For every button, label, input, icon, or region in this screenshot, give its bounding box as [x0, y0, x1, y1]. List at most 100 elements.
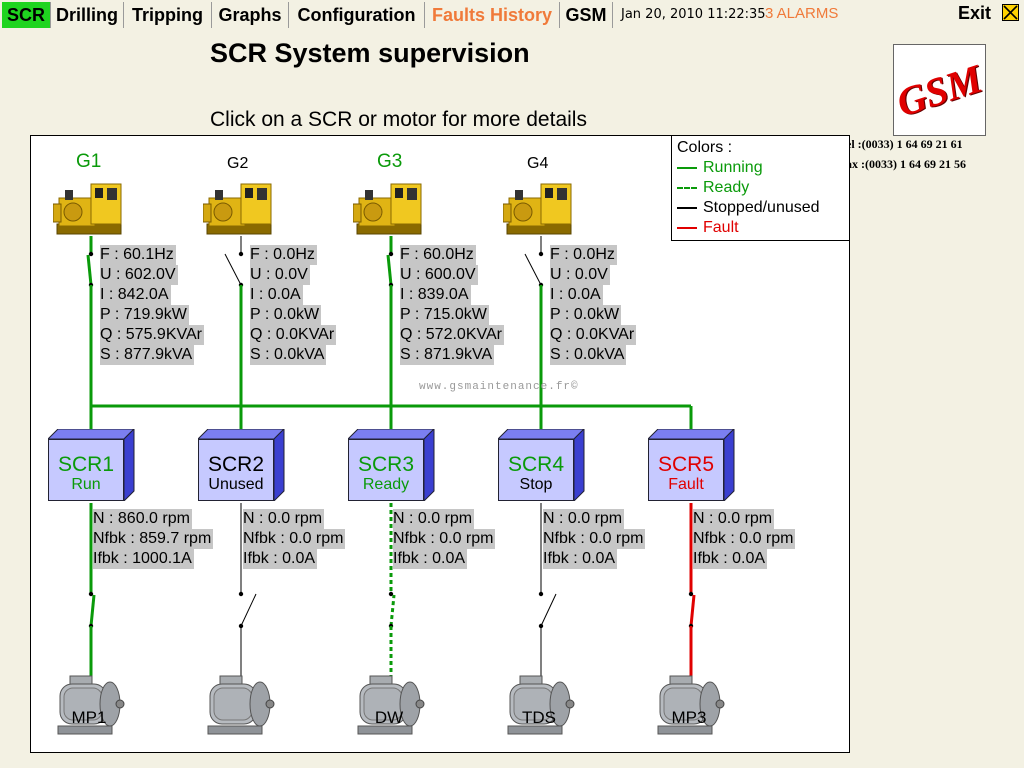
scr5-measurements: N : 0.0 rpm Nfbk : 0.0 rpm Ifbk : 0.0A [693, 509, 796, 569]
scr3-name: SCR3 [357, 453, 415, 476]
motor-mp3[interactable]: MP3 [654, 674, 726, 738]
scr3-speed: N : 0.0 rpm [393, 509, 475, 529]
scr2-switch-top-contact [238, 591, 244, 597]
generator-1-switch-top-contact [88, 251, 94, 257]
contact-fax: ax :(0033) 1 64 69 21 56 [846, 157, 966, 171]
motor-mp2-icon [207, 675, 275, 735]
generator-g1-icon[interactable] [53, 174, 125, 240]
g4-voltage: U : 0.0V [550, 265, 610, 285]
scr3-switch-top-contact [388, 591, 394, 597]
scr1-box-3d [48, 429, 135, 501]
generator-3-switch-blade [386, 254, 393, 286]
tab-configuration[interactable]: Configuration [289, 2, 425, 28]
scr1-current-feedback: Ifbk : 1000.1A [93, 549, 194, 569]
motor-tds-label: TDS [522, 708, 556, 727]
tab-graphs[interactable]: Graphs [212, 2, 289, 28]
scr5-speed: N : 0.0 rpm [693, 509, 775, 529]
generator-g3-icon[interactable] [353, 174, 425, 240]
scr5-box-3d [648, 429, 735, 501]
scr4-switch-bottom-contact [538, 623, 544, 629]
exit-button[interactable]: Exit [958, 3, 992, 23]
scr1-speed: N : 860.0 rpm [93, 509, 192, 529]
legend-ready: Ready [677, 178, 846, 198]
motor-mp1-label: MP1 [71, 708, 107, 727]
motor-mp1[interactable]: MP1 [54, 674, 126, 738]
scr4-switch-blade [540, 593, 557, 627]
g2-apparent-power: S : 0.0kVA [250, 345, 327, 365]
generator-4-switch-blade [524, 253, 542, 286]
motor-dw[interactable]: DW [354, 674, 426, 738]
g3-current: I : 839.0A [400, 285, 471, 305]
generator-4-switch-top-contact [538, 251, 544, 257]
g3-apparent-power: S : 871.9kVA [400, 345, 495, 365]
tab-drilling[interactable]: Drilling [51, 2, 124, 28]
g1-reactive-power: Q : 575.9KVAr [100, 325, 204, 345]
g3-reactive-power: Q : 572.0KVAr [400, 325, 504, 345]
gsm-logo: GSM [891, 44, 988, 136]
legend-stopped-label: Stopped/unused [703, 199, 820, 216]
contact-tel: el :(0033) 1 64 69 21 61 [846, 137, 963, 151]
scr4-speed-feedback: Nfbk : 0.0 rpm [543, 529, 646, 549]
scr2-switch-blade [240, 593, 257, 627]
scr4-name: SCR4 [507, 453, 565, 476]
scr4-speed: N : 0.0 rpm [543, 509, 625, 529]
scr3-switch-blade [389, 594, 396, 627]
page-subtitle: Click on a SCR or motor for more details [210, 108, 587, 131]
top-menu-bar: SCR Drilling Tripping Graphs Configurati… [0, 0, 1024, 30]
legend-title: Colors : [677, 139, 733, 156]
motor-dw-label: DW [374, 708, 404, 727]
scr3-current-feedback: Ifbk : 0.0A [393, 549, 468, 569]
g3-frequency: F : 60.0Hz [400, 245, 476, 265]
g4-active-power: P : 0.0kW [550, 305, 622, 325]
scr2-speed-feedback: Nfbk : 0.0 rpm [243, 529, 346, 549]
scr5-name: SCR5 [657, 453, 715, 476]
motor-tds[interactable]: TDS [504, 674, 576, 738]
motor-mp2[interactable] [204, 674, 276, 738]
generator-g2-icon[interactable] [203, 174, 275, 240]
wiring-diagram [86, 236, 696, 677]
legend-running: Running [677, 158, 846, 178]
legend-stopped: Stopped/unused [677, 198, 846, 218]
motor-dw-icon [357, 675, 425, 735]
scr2-switch-bottom-contact [238, 623, 244, 629]
generator-g4-measurements: F : 0.0Hz U : 0.0V I : 0.0A P : 0.0kW Q … [550, 245, 637, 365]
g2-reactive-power: Q : 0.0KVAr [250, 325, 337, 345]
generator-2-switch-top-contact [238, 251, 244, 257]
scr2-current-feedback: Ifbk : 0.0A [243, 549, 318, 569]
scr3-speed-feedback: Nfbk : 0.0 rpm [393, 529, 496, 549]
tab-gsm[interactable]: GSM [560, 2, 613, 28]
generator-g1-name: G1 [76, 151, 102, 172]
scr2-speed: N : 0.0 rpm [243, 509, 325, 529]
alarms-indicator[interactable]: 3 ALARMS [765, 5, 839, 22]
close-icon[interactable] [1002, 4, 1019, 21]
g2-frequency: F : 0.0Hz [250, 245, 317, 265]
scr5-current-feedback: Ifbk : 0.0A [693, 549, 768, 569]
scr4-measurements: N : 0.0 rpm Nfbk : 0.0 rpm Ifbk : 0.0A [543, 509, 646, 569]
scr2-measurements: N : 0.0 rpm Nfbk : 0.0 rpm Ifbk : 0.0A [243, 509, 346, 569]
tab-tripping[interactable]: Tripping [124, 2, 212, 28]
generator-g1-measurements: F : 60.1Hz U : 602.0V I : 842.0A P : 719… [100, 245, 204, 365]
watermark: www.gsmaintenance.fr© [419, 381, 579, 393]
scr5-speed-feedback: Nfbk : 0.0 rpm [693, 529, 796, 549]
generator-g2-measurements: F : 0.0Hz U : 0.0V I : 0.0A P : 0.0kW Q … [250, 245, 337, 365]
generator-g4-icon[interactable] [503, 174, 575, 240]
scr1-switch-blade [89, 594, 96, 627]
scr1-switch-top-contact [88, 591, 94, 597]
g1-apparent-power: S : 877.9kVA [100, 345, 195, 365]
generator-g4-name: G4 [527, 155, 549, 172]
tab-scr[interactable]: SCR [2, 2, 51, 28]
legend-running-label: Running [703, 159, 763, 176]
g1-frequency: F : 60.1Hz [100, 245, 176, 265]
scr2-status: Unused [208, 476, 264, 493]
g1-active-power: P : 719.9kW [100, 305, 189, 325]
tab-faults-history[interactable]: Faults History [425, 2, 560, 28]
generator-3-switch-top-contact [388, 251, 394, 257]
g1-voltage: U : 602.0V [100, 265, 178, 285]
scr3-measurements: N : 0.0 rpm Nfbk : 0.0 rpm Ifbk : 0.0A [393, 509, 496, 569]
motor-mp3-label: MP3 [671, 708, 707, 727]
